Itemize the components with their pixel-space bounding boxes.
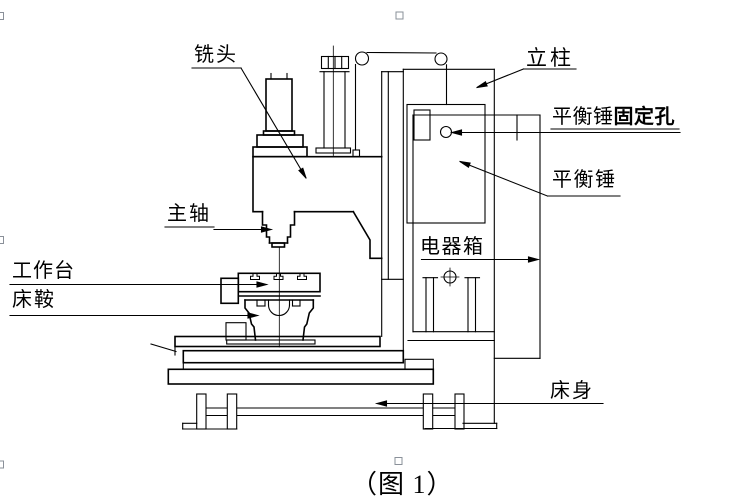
saddle-drawing: [225, 246, 316, 348]
label-column: 立柱: [526, 46, 574, 70]
balance-weight-leader: [459, 160, 621, 197]
label-spindle: 主轴: [167, 203, 211, 225]
milling-head-motor: [252, 72, 308, 158]
balance-hole-leader: [449, 128, 681, 136]
balance-weight-drawing: [406, 103, 486, 224]
column-leader: [476, 68, 577, 89]
arrow-icon: [459, 160, 471, 169]
balance-weight-hole-icon: [439, 125, 453, 139]
arrow-icon: [298, 167, 307, 179]
machine-bed-drawing: [182, 393, 498, 430]
base-platform-drawing: [150, 335, 435, 385]
selection-handle[interactable]: [0, 460, 4, 469]
arrow-icon: [247, 312, 260, 319]
electrical-box-drawing: [412, 114, 541, 359]
selection-handle[interactable]: [395, 11, 404, 20]
electrical-box-leader: [420, 256, 541, 263]
label-worktable: 工作台: [12, 260, 75, 282]
overarm-cylinder: [315, 45, 352, 156]
label-saddle: 床鞍: [12, 289, 56, 311]
label-milling-head: 铣头: [194, 44, 238, 66]
figure-caption: （图 1）: [351, 470, 454, 499]
arrow-icon: [527, 256, 541, 263]
pulley-right-icon: [434, 52, 448, 66]
selection-handle[interactable]: [0, 236, 4, 244]
selection-handle[interactable]: [394, 457, 403, 465]
selection-handle[interactable]: [0, 12, 4, 20]
pulley-left-icon: [354, 51, 370, 66]
arrow-icon: [449, 129, 463, 136]
column-drawing: [381, 68, 495, 424]
label-balance-weight-hole: 平衡锤固定孔: [552, 107, 675, 128]
milling-head-body: [252, 155, 383, 260]
worktable-leader: [9, 281, 269, 288]
label-balance-weight-hole-bold: 固定孔: [613, 106, 675, 128]
machine-bed-leader: [374, 400, 604, 407]
leader-lines: [9, 67, 681, 407]
milling-head-leader: [191, 67, 307, 179]
label-machine-bed: 床身: [550, 380, 594, 402]
arrow-icon: [256, 281, 269, 288]
arrow-icon: [476, 80, 488, 89]
arrow-icon: [260, 226, 274, 233]
label-balance-weight: 平衡锤: [552, 169, 617, 191]
selection-handles: [0, 11, 404, 469]
saddle-leader: [9, 312, 260, 319]
label-electrical-box: 电器箱: [420, 236, 485, 258]
label-balance-weight-hole-normal: 平衡锤: [552, 106, 614, 128]
arrow-icon: [374, 400, 388, 407]
pulley-belt-system: [352, 51, 448, 158]
worktable-drawing: [220, 272, 321, 305]
spindle-leader: [164, 226, 274, 233]
